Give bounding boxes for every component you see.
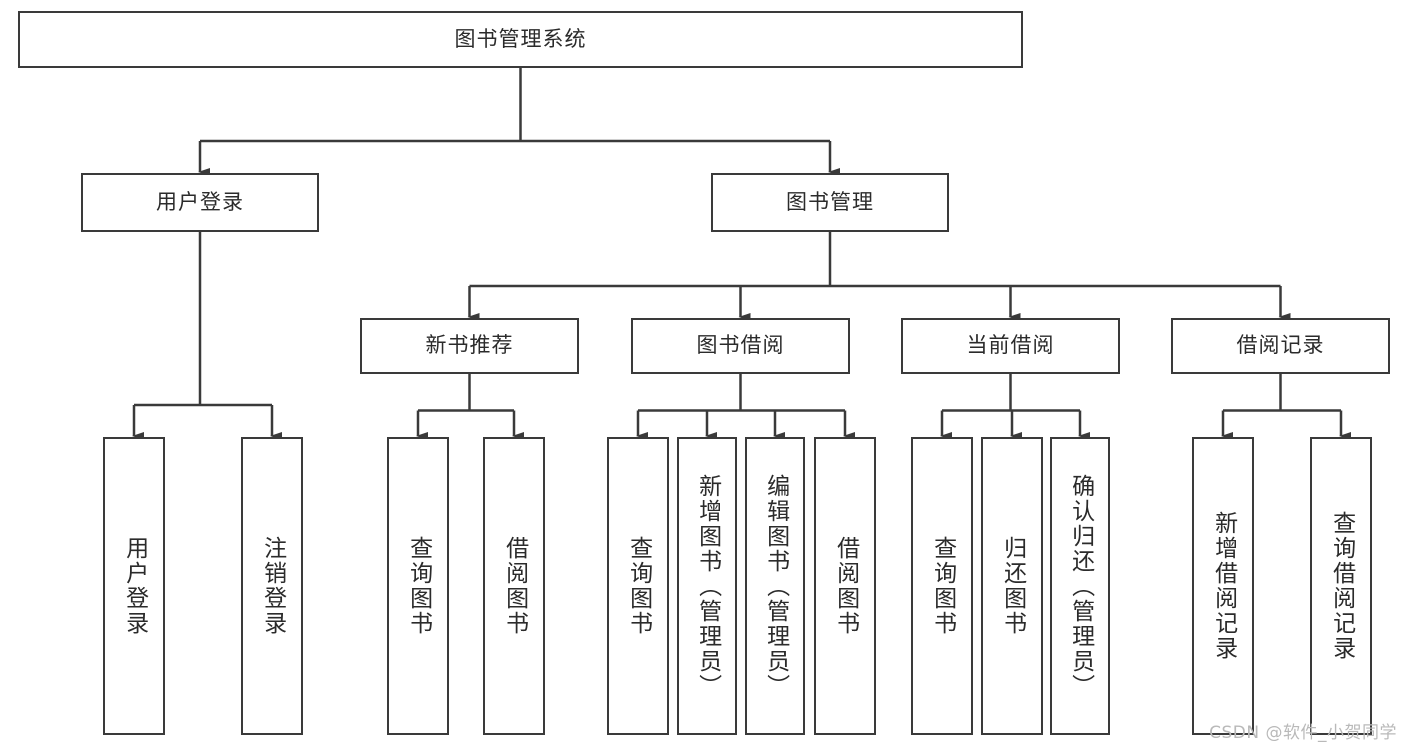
- node-label: 新增图书（管理员）: [694, 473, 721, 699]
- node-label: 图书管理系统: [454, 26, 587, 51]
- node-leaf-query-book-1[interactable]: 查询图书: [387, 437, 449, 735]
- node-label: 查询图书: [405, 536, 432, 636]
- node-label: 用户登录: [121, 536, 148, 636]
- node-current-borrow[interactable]: 当前借阅: [901, 318, 1120, 374]
- node-label: 确认归还（管理员）: [1067, 473, 1094, 699]
- node-leaf-return-book[interactable]: 归还图书: [981, 437, 1043, 735]
- node-label: 查询图书: [929, 536, 956, 636]
- node-label: 借阅记录: [1236, 333, 1325, 358]
- node-leaf-query-borrow-record[interactable]: 查询借阅记录: [1310, 437, 1372, 735]
- node-label: 图书管理: [786, 189, 874, 214]
- node-label: 查询借阅记录: [1328, 511, 1355, 661]
- node-leaf-borrow-book-1[interactable]: 借阅图书: [483, 437, 545, 735]
- node-leaf-user-login[interactable]: 用户登录: [103, 437, 165, 735]
- node-leaf-confirm-return[interactable]: 确认归还（管理员）: [1050, 437, 1110, 735]
- node-label: 编辑图书（管理员）: [762, 473, 789, 699]
- node-label: 当前借阅: [966, 333, 1055, 358]
- node-book-manage[interactable]: 图书管理: [711, 173, 949, 232]
- node-label: 查询图书: [625, 536, 652, 636]
- node-leaf-borrow-book-2[interactable]: 借阅图书: [814, 437, 876, 735]
- node-label: 新书推荐: [425, 333, 514, 358]
- node-leaf-add-book[interactable]: 新增图书（管理员）: [677, 437, 737, 735]
- node-borrow-record[interactable]: 借阅记录: [1171, 318, 1390, 374]
- node-label: 图书借阅: [696, 333, 785, 358]
- node-user-login[interactable]: 用户登录: [81, 173, 319, 232]
- node-label: 归还图书: [999, 536, 1026, 636]
- node-leaf-query-book-2[interactable]: 查询图书: [607, 437, 669, 735]
- node-root[interactable]: 图书管理系统: [18, 11, 1023, 68]
- watermark: CSDN @软件_小贺同学: [1209, 723, 1397, 743]
- node-label: 注销登录: [259, 536, 286, 636]
- node-label: 新增借阅记录: [1210, 511, 1237, 661]
- node-leaf-edit-book[interactable]: 编辑图书（管理员）: [745, 437, 805, 735]
- node-label: 用户登录: [156, 189, 244, 214]
- node-label: 借阅图书: [832, 536, 859, 636]
- node-leaf-add-borrow-record[interactable]: 新增借阅记录: [1192, 437, 1254, 735]
- node-book-borrow[interactable]: 图书借阅: [631, 318, 850, 374]
- node-label: 借阅图书: [501, 536, 528, 636]
- node-leaf-logout[interactable]: 注销登录: [241, 437, 303, 735]
- node-new-book-recommend[interactable]: 新书推荐: [360, 318, 579, 374]
- node-leaf-query-book-3[interactable]: 查询图书: [911, 437, 973, 735]
